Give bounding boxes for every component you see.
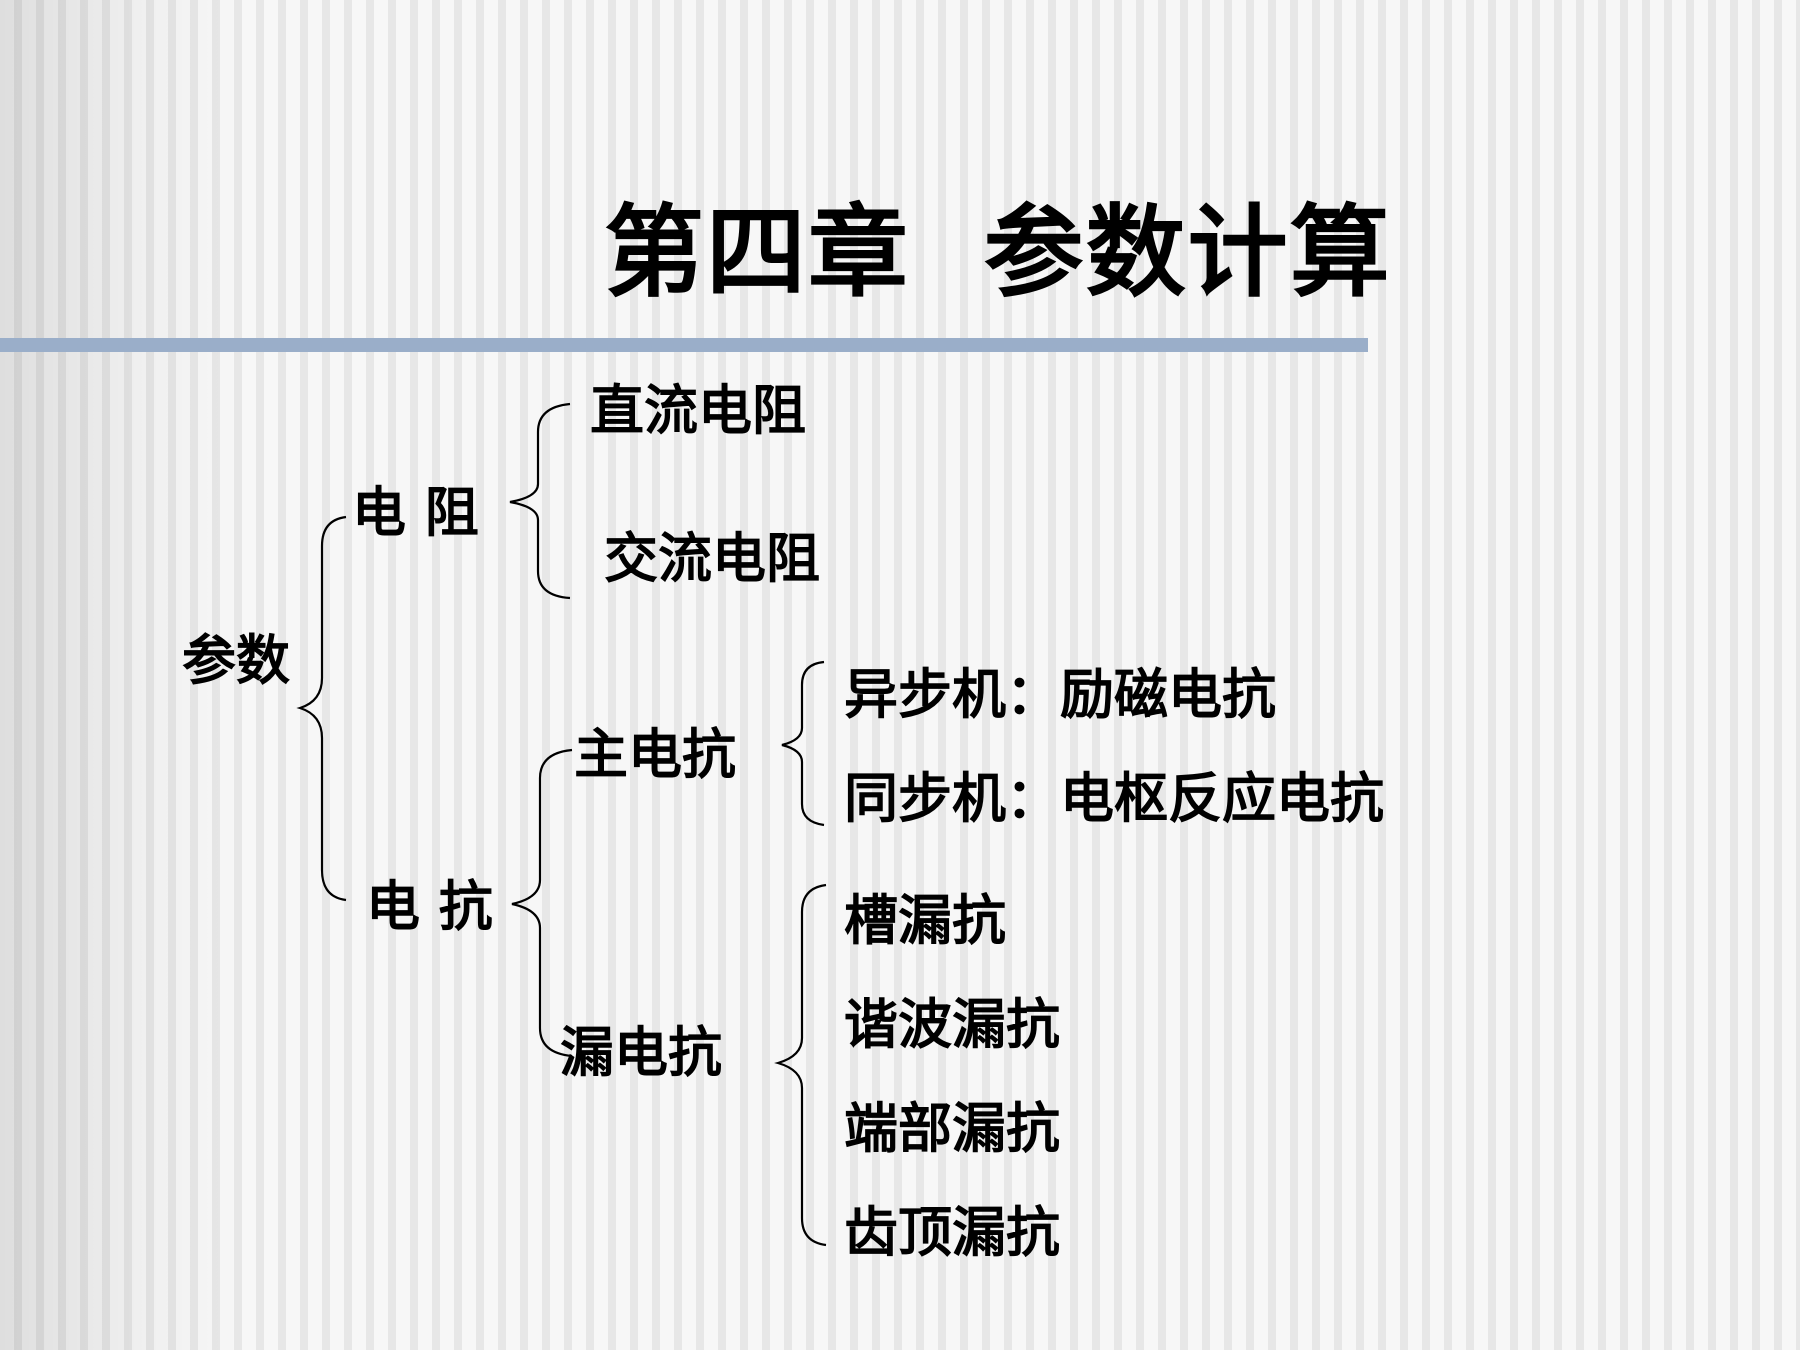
node-resistance: 电 阻 [352,480,479,544]
node-tooth-top-leakage: 齿顶漏抗 [844,1200,1060,1264]
brace-leakage-reactance [774,883,827,1247]
node-reactance: 电 抗 [366,874,493,938]
brace-resistance [509,402,571,600]
node-dc-resistance: 直流电阻 [590,378,806,442]
brace-root [296,515,347,902]
node-magnetizing-reactance: 异步机：励磁电抗 [844,662,1276,726]
node-root-parameters: 参数 [182,628,290,692]
brace-main-reactance [781,660,825,827]
node-armature-reaction-reactance: 同步机：电枢反应电抗 [844,766,1384,830]
brace-reactance [511,748,573,1058]
title-underline-bar [0,338,1368,352]
node-leakage-reactance: 漏电抗 [560,1020,722,1084]
node-slot-leakage: 槽漏抗 [844,888,1006,952]
node-end-leakage: 端部漏抗 [844,1096,1060,1160]
node-main-reactance: 主电抗 [574,722,736,786]
node-harmonic-leakage: 谐波漏抗 [844,992,1060,1056]
node-ac-resistance: 交流电阻 [604,526,820,590]
slide-title: 第四章 参数计算 [604,193,1392,311]
